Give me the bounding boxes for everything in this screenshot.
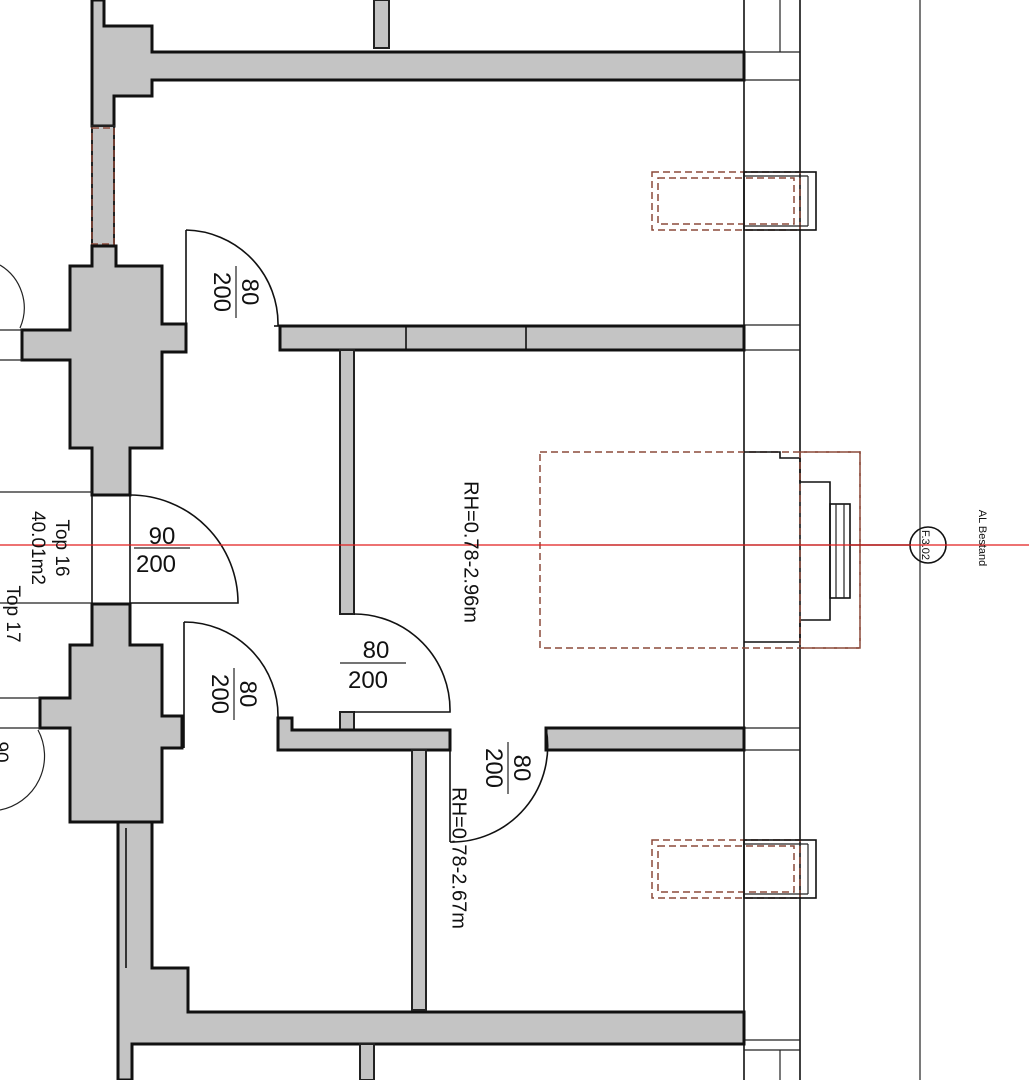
door-top-width: 80 [236,279,263,306]
interior-walls [276,0,746,1080]
wall-left-lower [116,820,746,1080]
neighbor-door-label: 90 [0,741,11,762]
window-upper [651,171,817,231]
entry-opening [91,495,131,604]
door-lower-room-height: 200 [480,748,507,788]
door-label-top: 80 200 [208,266,263,318]
neighbor-fragments [0,264,92,811]
wall-mid-lower-left [276,716,452,752]
unit-name: Top 16 [51,519,72,576]
room-height-main: RH=0.78-2.96m [460,481,482,623]
unit-label: Top 16 40.01m2 [27,511,72,585]
wall-mid-lower-right [544,726,746,752]
door-entry-width: 90 [149,523,176,550]
door-label-left-lower: 80 200 [206,668,261,720]
door-label-lower-room: 80 200 [480,742,535,794]
partition-lower [411,749,427,1011]
door-lower-room-width: 80 [508,755,535,782]
window-lower [651,839,817,899]
room-height-lower: RH=0.78-2.67m [448,787,470,929]
door-left-lower-height: 200 [206,674,233,714]
door-top-height: 200 [208,272,235,312]
partition-top [373,0,390,49]
door-label-mid: 80 200 [340,637,406,694]
unit-area: 40.01m2 [27,511,48,585]
partition-vertical [339,349,355,615]
door-left-lower-width: 80 [234,681,261,708]
door-swings [129,229,549,843]
door-entry-height: 200 [136,551,176,578]
facade [743,0,921,1080]
wall-left-upper [91,125,115,247]
dormer-window [539,451,910,649]
load-bearing-walls [20,0,746,1080]
neighbor-unit-label: Top 17 [2,585,23,642]
wall-mid-upper [278,324,746,352]
door-label-entry: 90 200 [134,523,190,578]
door-mid-width: 80 [363,637,390,664]
wall-top [90,0,746,128]
door-mid-height: 200 [348,667,388,694]
existing-note: AL Bestand [976,510,988,566]
pier-upper [20,244,188,497]
pier-lower [38,602,184,824]
